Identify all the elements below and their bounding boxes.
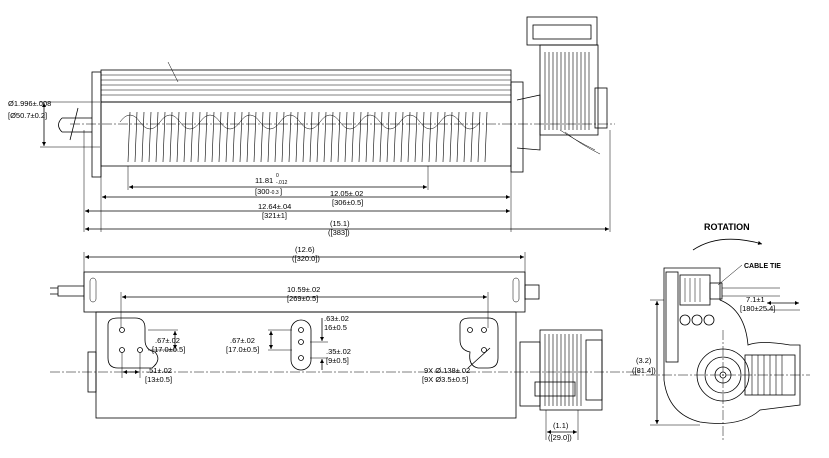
len-inner-tol-dn: -.012	[276, 180, 288, 186]
len-right-mm-label: [306±0.5]	[332, 198, 363, 207]
len-inner-label: 11.81	[255, 176, 273, 185]
len-total-mm-label: ([383])	[328, 228, 350, 237]
mid-top-label: .63±.02	[324, 314, 349, 323]
len-inner-mm-label: [300	[255, 187, 270, 196]
motor-top	[526, 16, 608, 155]
mid-top-mm-label: 16±0.5	[324, 323, 347, 332]
motor-w-label: (1.1)	[553, 421, 569, 430]
len-mid-mm-label: [321±1]	[262, 211, 287, 220]
len-inner-tol-up: 0	[276, 173, 279, 179]
lead-mm-label: [180±25.4]	[740, 304, 775, 313]
housing-ribs	[101, 74, 511, 96]
rotation-label: ROTATION	[704, 222, 750, 232]
diameter-label: Ø1.996±.008	[8, 99, 51, 108]
mid-bot-label: .35±.02	[326, 347, 351, 356]
overall-mm-label: ([320.0])	[292, 254, 320, 263]
height-label: (3.2)	[636, 356, 652, 365]
len-inner-mm-tol: -0.3	[270, 190, 279, 196]
left-w-label: .51±.02	[147, 366, 172, 375]
len-right-label: 12.05±.02	[330, 189, 363, 198]
side-view: ROTATION CABLE TIE 7.1±1 [180±25.4]	[630, 222, 810, 440]
impeller-vanes	[127, 111, 488, 163]
height-mm-label: ([81.4])	[632, 366, 656, 375]
impeller-blades	[119, 114, 481, 130]
len-mid-label: 12.64±.04	[258, 202, 291, 211]
left-w-mm-label: [13±0.5]	[145, 375, 172, 384]
cable-tie-label: CABLE TIE	[744, 263, 781, 270]
motor-w-mm-label: ([29.0])	[548, 433, 572, 442]
len-total-label: (15.1)	[330, 219, 350, 228]
mid-h-label: .67±.02	[230, 336, 255, 345]
len-inner-mm-close: ]	[280, 187, 282, 196]
lead-label: 7.1±1	[746, 295, 765, 304]
left-h-mm-label: [17.0±0.5]	[152, 345, 185, 354]
holes-label: 9X Ø.138±.02	[424, 366, 470, 375]
motor-front	[519, 329, 603, 411]
holes-mm-label: [9X Ø3.5±0.5]	[422, 375, 468, 384]
left-h-label: .67±.02	[155, 336, 180, 345]
hole-span-mm-label: [269±0.5]	[287, 294, 318, 303]
mid-h-mm-label: [17.0±0.5]	[226, 345, 259, 354]
hole-span-label: 10.59±.02	[287, 285, 320, 294]
mid-bot-mm-label: [9±0.5]	[326, 356, 349, 365]
top-view: Ø1.996±.008 [Ø50.7±0.2]	[8, 16, 615, 237]
overall-label: (12.6)	[295, 245, 315, 254]
diameter-mm-label: [Ø50.7±0.2]	[8, 111, 47, 120]
front-view: (12.6) ([320.0]) 10.59±.02 [269±0.5] .67…	[50, 245, 640, 442]
